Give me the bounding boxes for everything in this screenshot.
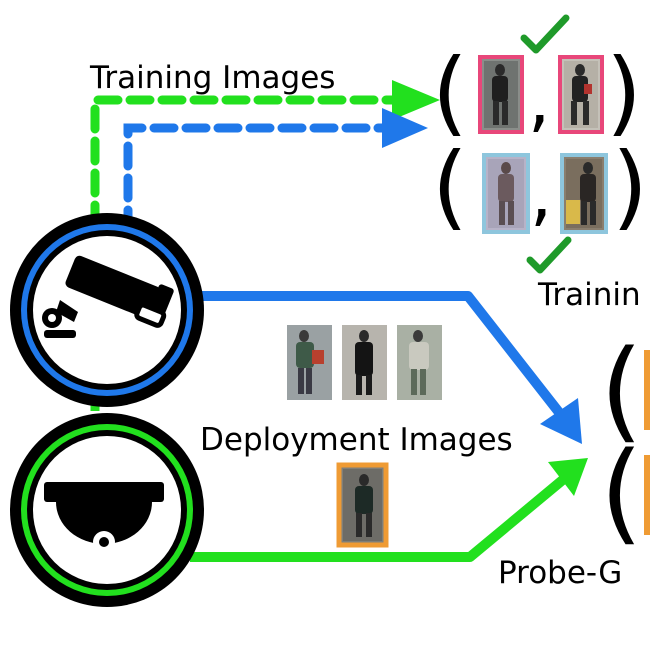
deployment-path-blue [200,291,569,424]
pair2-checkmark-icon [526,236,572,274]
training-images-label: Training Images [89,60,335,96]
deployment-arrowhead-blue [540,398,582,444]
pair2-open-paren: ( [432,133,468,240]
pair1-image-a [478,55,524,134]
cctv-camera-icon [10,213,204,407]
pair1-open-paren: ( [432,39,468,146]
pair2-close-paren: ) [612,133,648,240]
dome-camera-icon [10,413,204,607]
deployment-arrowhead-green [548,458,588,496]
deployment-thumb-1 [287,325,332,400]
deployment-thumb-2 [342,325,387,400]
pair2-comma: , [530,153,552,235]
probe-open-paren-1: ( [600,326,643,454]
training-path-green [90,95,415,230]
training-arrowhead-green [392,80,440,120]
training-pairs-label: Trainin [537,277,641,313]
deployment-query-image [336,462,389,548]
probe-image-2-edge [644,455,650,535]
probe-gallery-label: Probe-G [498,555,622,591]
pair1-image-b [558,55,604,134]
deployment-path-green [190,474,569,562]
pair2-image-b [560,153,608,234]
pair1-checkmark-icon [520,14,570,54]
deployment-images-label: Deployment Images [200,422,513,458]
training-arrowhead-blue [382,108,428,148]
training-path-blue [123,123,403,235]
probe-open-paren-2: ( [600,428,643,556]
deployment-thumb-3 [397,325,442,400]
pair2-image-a [482,153,530,234]
pair1-comma: , [528,59,550,141]
probe-image-1-edge [644,350,650,430]
pair1-close-paren: ) [606,39,642,146]
